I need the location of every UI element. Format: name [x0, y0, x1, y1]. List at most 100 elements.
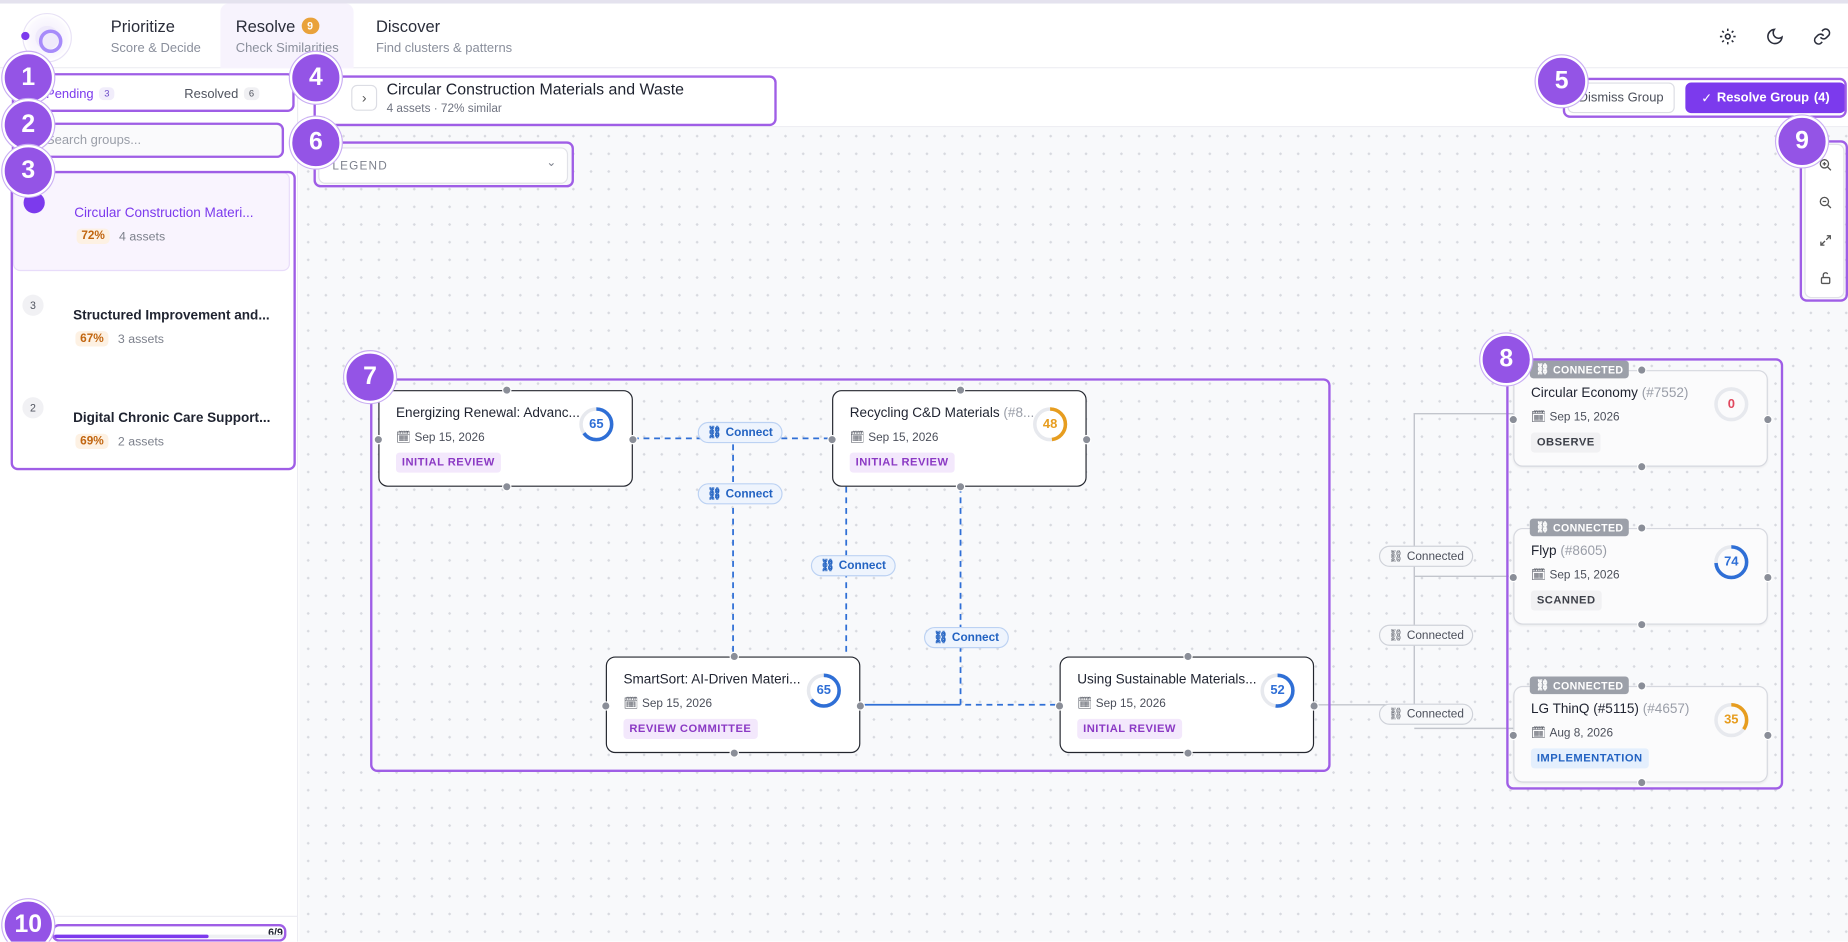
connection-handle[interactable] — [1054, 701, 1065, 711]
pending-count: 3 — [99, 87, 115, 101]
edge-label: Connect — [725, 487, 773, 501]
connected-node-circular-economy[interactable]: ⛓CONNECTED Circular Economy (#7552) 🗓Sep… — [1508, 360, 1773, 472]
connection-handle[interactable] — [1637, 777, 1647, 788]
asset-node-sustainable-materials[interactable]: Using Sustainable Materials... 🗓Sep 15, … — [1054, 651, 1319, 758]
link-icon: ⛓ — [1535, 520, 1550, 533]
node-id: (#7552) — [1641, 386, 1689, 401]
group-item-circular-construction[interactable]: Circular Construction Materi... 72%4 ass… — [12, 172, 290, 272]
connection-handle[interactable] — [502, 482, 512, 492]
connection-handle[interactable] — [1637, 461, 1647, 472]
node-stage-tag: IMPLEMENTATION — [1530, 748, 1649, 769]
tab-prioritize-subtitle: Score & Decide — [110, 41, 201, 56]
connection-handle[interactable] — [827, 434, 837, 445]
group-title-heading: Circular Construction Materials and Wast… — [386, 80, 684, 98]
group-similarity: 69% — [75, 433, 109, 450]
connected-edge-label[interactable]: ⛓Connected — [1378, 703, 1474, 725]
connection-handle[interactable] — [373, 434, 384, 445]
connection-handle[interactable] — [1508, 414, 1518, 425]
score-value: 65 — [589, 417, 604, 432]
tab-discover-subtitle: Find clusters & patterns — [375, 41, 513, 56]
connected-edge-label[interactable]: ⛓Connected — [1378, 545, 1474, 567]
connection-handle[interactable] — [1637, 365, 1647, 375]
fit-view-button[interactable] — [1815, 230, 1836, 251]
connection-handle[interactable] — [729, 748, 739, 758]
connection-handle[interactable] — [1763, 572, 1773, 583]
group-asset-count: 3 assets — [117, 331, 164, 346]
tab-pending[interactable]: Pending 3 — [9, 78, 150, 110]
expand-sidebar-button[interactable]: › — [351, 84, 378, 111]
connection-handle[interactable] — [1637, 619, 1647, 630]
zoom-in-button[interactable] — [1815, 154, 1836, 175]
lock-icon — [1820, 272, 1831, 285]
node-id: (#4657) — [1642, 702, 1690, 717]
group-rank: 2 — [22, 397, 44, 419]
connection-handle[interactable] — [1763, 414, 1773, 425]
connect-edge-button[interactable]: ⛓Connect — [810, 555, 896, 577]
resolve-count-badge: 9 — [301, 17, 319, 35]
group-title: Structured Improvement and... — [73, 308, 270, 323]
asset-node-energizing-renewal[interactable]: Energizing Renewal: Advanc... 🗓Sep 15, 2… — [373, 385, 638, 492]
node-title: Using Sustainable Materials... — [1077, 672, 1257, 688]
group-item-structured-improvement[interactable]: 3 Structured Improvement and... 67%3 ass… — [13, 276, 290, 375]
zoom-out-button[interactable] — [1815, 192, 1836, 213]
search-placeholder: Search groups... — [45, 133, 142, 148]
connect-edge-button[interactable]: ⛓Connect — [697, 483, 783, 505]
group-subtitle: 4 assets · 72% similar — [386, 102, 502, 116]
connected-node-lg-thinq[interactable]: ⛓CONNECTED LG ThinQ (#5115) (#4657) 🗓Aug… — [1508, 676, 1773, 788]
connect-edge-button[interactable]: ⛓Connect — [923, 626, 1009, 649]
connection-handle[interactable] — [1508, 572, 1518, 583]
group-similarity: 67% — [75, 331, 109, 347]
connection-handle[interactable] — [1081, 434, 1092, 445]
group-item-digital-chronic-care[interactable]: 2 Digital Chronic Care Support... 69%2 a… — [13, 378, 290, 477]
connected-badge-label: CONNECTED — [1553, 521, 1624, 534]
resolve-group-button[interactable]: ✓Resolve Group(4) — [1685, 82, 1846, 114]
share-link-button[interactable] — [1804, 19, 1839, 54]
tab-prioritize[interactable]: Prioritize Score & Decide — [95, 4, 216, 69]
connection-handle[interactable] — [729, 651, 739, 662]
connection-handle[interactable] — [1637, 523, 1647, 533]
lock-button[interactable] — [1815, 268, 1836, 289]
connection-handle[interactable] — [502, 385, 512, 395]
tab-pending-label: Pending — [46, 86, 94, 101]
connection-handle[interactable] — [1637, 681, 1647, 691]
tab-discover[interactable]: Discover Find clusters & patterns — [361, 4, 528, 69]
score-ring: 65 — [805, 672, 843, 710]
legend-dropdown[interactable]: LEGEND⌄ — [318, 147, 569, 184]
node-date: Sep 15, 2026 — [868, 431, 939, 445]
connection-handle[interactable] — [1183, 651, 1193, 662]
node-date: Sep 15, 2026 — [1549, 411, 1620, 425]
connect-edge-button[interactable]: ⛓Connect — [697, 421, 783, 444]
dark-mode-button[interactable] — [1757, 19, 1792, 54]
moon-icon — [1767, 28, 1783, 45]
resolution-progress: 6/9 — [2, 915, 297, 942]
connection-handle[interactable] — [1309, 701, 1319, 711]
asset-node-recycling-cd[interactable]: Recycling C&D Materials (#8... 🗓Sep 15, … — [827, 385, 1092, 492]
node-title: Flyp (#8605) — [1531, 544, 1607, 558]
connection-handle[interactable] — [1508, 730, 1518, 741]
connection-handle[interactable] — [1183, 748, 1193, 758]
node-stage-tag: SCANNED — [1530, 590, 1602, 611]
node-title: Circular Economy (#7552) — [1531, 387, 1688, 401]
connection-handle[interactable] — [628, 434, 638, 445]
progress-text: 6/9 — [268, 926, 283, 939]
score-value: 48 — [1042, 417, 1058, 432]
node-title: LG ThinQ (#5115) (#4657) — [1531, 702, 1689, 716]
connected-edge-label[interactable]: ⛓Connected — [1378, 624, 1474, 646]
connection-handle[interactable] — [955, 385, 966, 395]
group-asset-count: 4 assets — [119, 229, 166, 244]
calendar-icon: 🗓 — [395, 431, 411, 445]
asset-node-smartsort[interactable]: SmartSort: AI-Driven Materi... 🗓Sep 15, … — [601, 651, 866, 758]
connection-handle[interactable] — [601, 701, 611, 711]
settings-button[interactable] — [1710, 19, 1745, 54]
tab-discover-title: Discover — [375, 16, 441, 36]
connection-handle[interactable] — [1763, 730, 1773, 741]
connection-handle[interactable] — [855, 701, 866, 711]
connection-handle[interactable] — [955, 482, 966, 492]
gear-icon — [1719, 28, 1736, 45]
link-icon: ⛓ — [707, 487, 723, 501]
resolve-label: Resolve Group — [1716, 90, 1810, 105]
connected-node-flyp[interactable]: ⛓CONNECTED Flyp (#8605) 🗓Sep 15, 2026 SC… — [1508, 518, 1773, 630]
